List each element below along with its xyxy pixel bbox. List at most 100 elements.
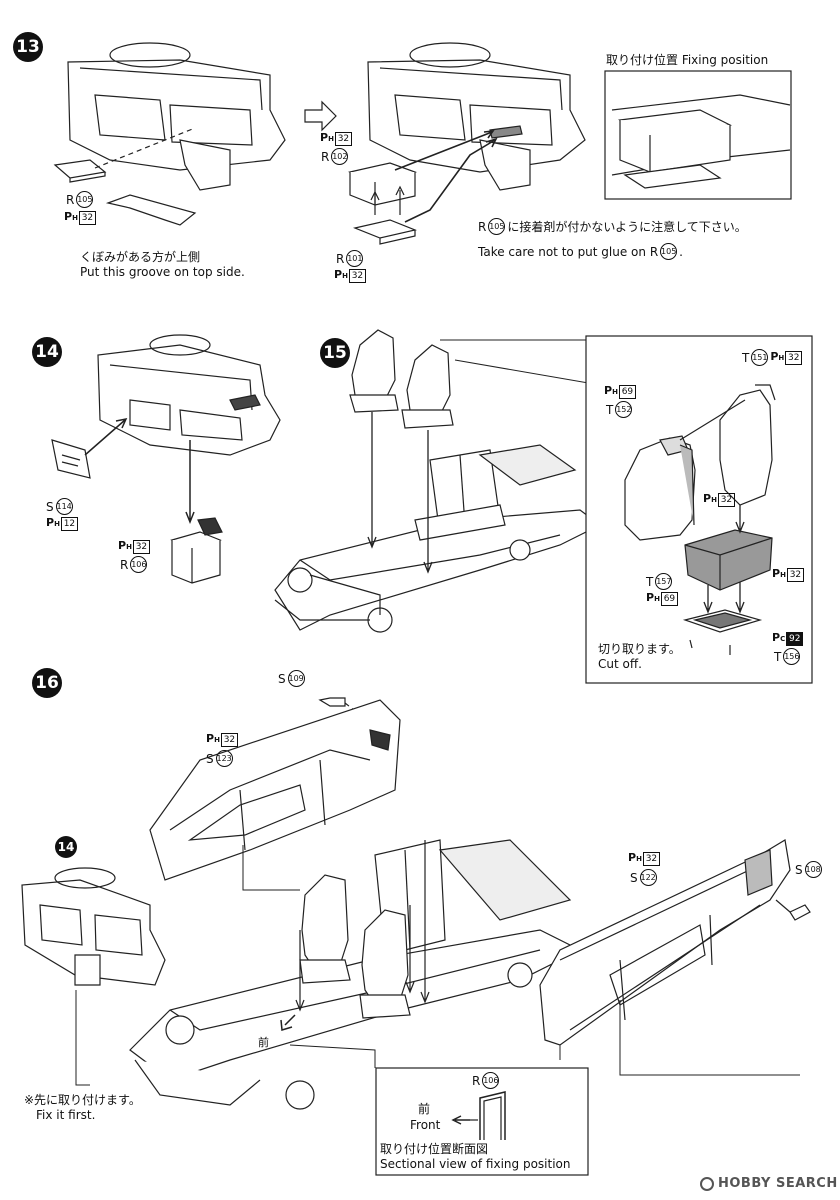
- part-number-circle: 105: [488, 218, 506, 235]
- logo-icon: [700, 1176, 714, 1191]
- step-16-number: 16: [35, 673, 59, 693]
- groove-note: くぼみがある方が上側 Put this groove on top side.: [80, 250, 245, 280]
- cut-off-note: 切り取ります。 Cut off.: [598, 642, 681, 672]
- paint-code-main: P: [772, 567, 781, 580]
- fix-first-note: ※先に取り付けます。 Fix it first.: [24, 1093, 141, 1123]
- paint-number-box: 32: [132, 540, 150, 554]
- part-letter: R: [472, 1073, 481, 1088]
- paint-code-main: P: [646, 591, 655, 604]
- paint-code-main: P: [46, 516, 55, 529]
- paint-code-main: P: [772, 631, 781, 644]
- part-number-circle: 108: [804, 861, 822, 878]
- paint-number-box: 32: [348, 269, 366, 283]
- part-number-circle: 157: [655, 573, 673, 590]
- seat-15-left: [351, 329, 396, 406]
- part-letter: R: [321, 149, 330, 164]
- paint-code-sub: H: [654, 595, 660, 603]
- paint-number-box: 32: [785, 351, 803, 365]
- section-front-jp: 前: [418, 1102, 431, 1116]
- part-number-circle: 156: [783, 648, 801, 665]
- step-13-number: 13: [16, 37, 40, 57]
- paint-code-main: P: [64, 210, 73, 223]
- paint-code-sub: H: [54, 520, 60, 528]
- seat-16-left: [301, 874, 349, 971]
- part-number-circle: 105: [76, 191, 94, 208]
- dashboard-13-left: [67, 42, 286, 191]
- section-front-en: Front: [410, 1118, 441, 1132]
- section-view-box: [375, 1067, 589, 1176]
- hobby-search-watermark: HOBBY SEARCH: [700, 1176, 838, 1191]
- label-r101: R 101: [336, 250, 364, 267]
- paint-code-sub: H: [778, 354, 785, 362]
- label-r106-step14: R 106: [120, 556, 148, 573]
- label-r106-section: R 106: [472, 1072, 500, 1089]
- label-s114: S 114: [46, 498, 73, 515]
- part-letter: R: [478, 219, 487, 234]
- paint-code-sub: H: [126, 543, 132, 551]
- step-arrow: [304, 100, 337, 132]
- paint-code-main: P: [320, 131, 329, 144]
- paint-code-sub: H: [214, 736, 220, 744]
- paint-number-box: 32: [78, 211, 96, 225]
- chassis-15: [274, 444, 602, 633]
- paint-code-main: P: [703, 492, 712, 505]
- part-number-circle: 152: [615, 401, 633, 418]
- paint-code-sub: H: [780, 571, 786, 579]
- part-letter: S: [46, 499, 54, 514]
- part-letter: S: [795, 862, 803, 877]
- label-s123: S 123: [206, 750, 233, 767]
- part-number-circle: 101: [346, 250, 364, 267]
- paint-number-box: 32: [220, 733, 238, 747]
- paint-number-box: 92: [786, 632, 804, 646]
- step-14-badge: 14: [32, 337, 62, 367]
- section-view-caption: 取り付け位置断面図 Sectional view of fixing posit…: [380, 1142, 570, 1172]
- dashboard-16: [21, 867, 166, 986]
- part-number-circle: 151: [751, 349, 769, 366]
- paint-code-main: P: [628, 851, 637, 864]
- seat-15-right: [406, 344, 451, 421]
- chassis-16: [129, 839, 582, 1110]
- step-15-number: 15: [323, 343, 347, 363]
- paint-code-sub: H: [612, 388, 618, 396]
- door-panel-left: [149, 699, 401, 881]
- part-number-circle: 122: [639, 869, 657, 886]
- part-letter: S: [206, 751, 214, 766]
- part-letter: T: [774, 649, 782, 664]
- section-profile: [479, 1091, 506, 1140]
- step-14-number: 14: [35, 342, 59, 362]
- part-letter: T: [646, 574, 654, 589]
- part-letter: R: [66, 192, 75, 207]
- fixing-position-title: 取り付け位置 Fixing position: [606, 53, 769, 67]
- label-s122: S 122: [630, 869, 657, 886]
- paint-number-box: 12: [60, 517, 78, 531]
- label-t157: T 157: [646, 573, 673, 590]
- part-r105-plate: [53, 159, 107, 179]
- paint-number-box: 32: [717, 493, 735, 507]
- paint-code-sub: H: [328, 135, 334, 143]
- paint-code-main: P: [604, 384, 613, 397]
- label-t156: T 156: [774, 648, 801, 665]
- paint-code-sub: H: [342, 272, 348, 280]
- section-view-jp: 取り付け位置断面図: [380, 1142, 489, 1156]
- groove-note-jp: くぼみがある方が上側: [80, 250, 201, 264]
- part-s109: [318, 697, 346, 707]
- groove-note-en: Put this groove on top side.: [80, 265, 245, 279]
- fix-first-en: Fix it first.: [36, 1108, 96, 1122]
- fix-first-jp: ※先に取り付けます。: [24, 1093, 141, 1107]
- paint-number-box: 32: [642, 852, 660, 866]
- part-number-circle: 109: [287, 670, 305, 687]
- label-t152: T 152: [606, 401, 633, 418]
- part-s114: [51, 439, 91, 479]
